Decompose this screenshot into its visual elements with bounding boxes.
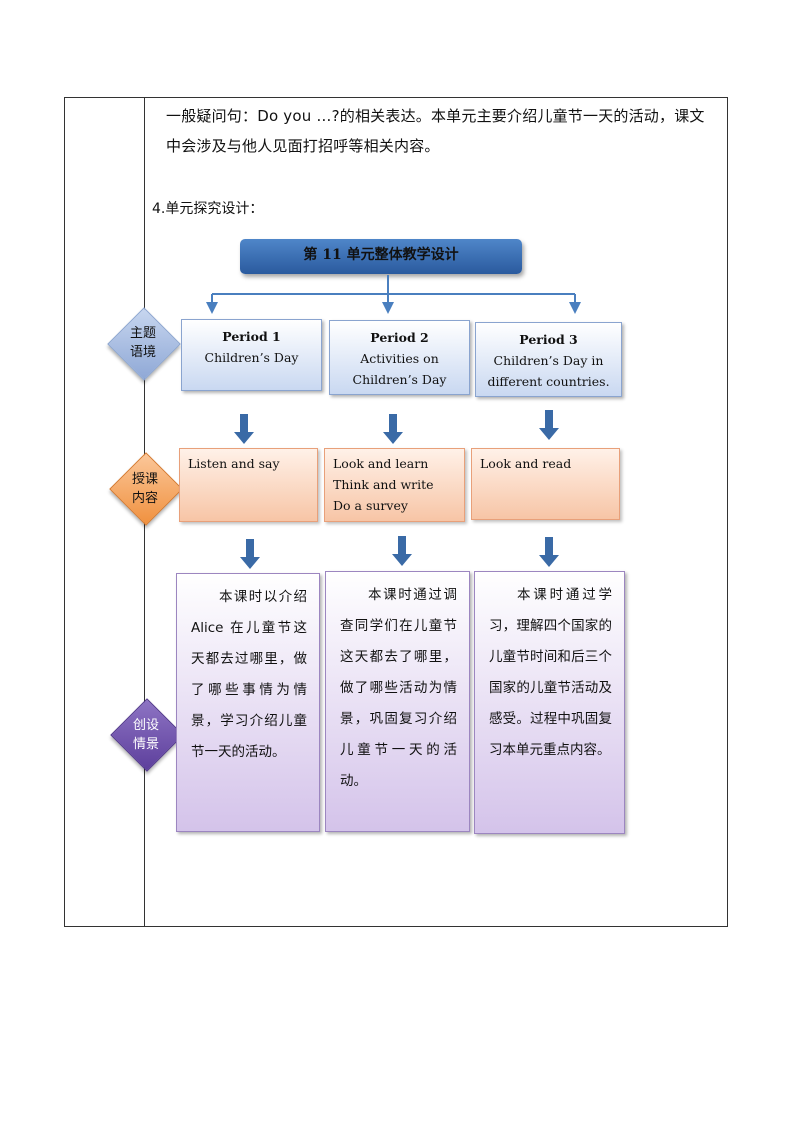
content-box-1: Listen and say (179, 448, 318, 522)
content-label: 授课 内容 (110, 470, 180, 508)
content-line: Do a survey (333, 498, 408, 513)
scenario-label: 创设 情景 (111, 716, 181, 754)
scenario-label-line1: 创设 (132, 718, 159, 733)
scenario-box-1: 本课时以介绍Alice 在儿童节这天都去过哪里，做了哪些事情为情景，学习介绍儿童… (176, 573, 320, 832)
content-label-line2: 内容 (131, 491, 158, 506)
content-line: Listen and say (188, 456, 280, 471)
theme-label-line1: 主题 (129, 326, 156, 341)
period-line: Children’s Day (204, 350, 299, 365)
period-box-3: Period 3 Children’s Day in different cou… (475, 322, 622, 397)
down-arrow-icon (539, 537, 559, 567)
intro-paragraph: 一般疑问句：Do you …?的相关表达。本单元主要介绍儿童节一天的活动，课文 … (166, 101, 726, 161)
scenario-box-3: 本课时通过学习，理解四个国家的儿童节时间和后三个国家的儿童节活动及感受。过程中巩… (474, 571, 625, 834)
scenario-label-line2: 情景 (132, 737, 159, 752)
theme-label: 主题 语境 (108, 324, 178, 362)
content-line: Look and read (480, 456, 572, 471)
down-arrow-icon (234, 414, 254, 444)
period-title: Period 3 (519, 332, 578, 347)
section-label: 4.单元探究设计： (152, 201, 264, 217)
content-box-2: Look and learn Think and write Do a surv… (324, 448, 465, 522)
intro-line-2: 中会涉及与他人见面打招呼等相关内容。 (166, 137, 440, 155)
down-arrow-icon (392, 536, 412, 566)
period-box-1: Period 1 Children’s Day (181, 319, 322, 391)
title-branch-connector (206, 275, 581, 314)
theme-label-line2: 语境 (129, 345, 156, 360)
period-title: Period 2 (370, 330, 429, 345)
diagram-title: 第 11 单元整体教学设计 (240, 239, 522, 274)
down-arrow-icon (383, 414, 403, 444)
period-box-2: Period 2 Activities on Children’s Day (329, 320, 470, 395)
table-frame (64, 97, 728, 927)
content-line: Look and learn (333, 456, 429, 471)
period-title: Period 1 (222, 329, 281, 344)
content-label-line1: 授课 (131, 472, 158, 487)
period-line: Children’s Day in (493, 353, 604, 368)
down-arrow-icon (240, 539, 260, 569)
down-arrow-icon (539, 410, 559, 440)
intro-line-1: 一般疑问句：Do you …?的相关表达。本单元主要介绍儿童节一天的活动，课文 (166, 107, 705, 125)
period-line: Activities on (360, 351, 439, 366)
period-line: Children’s Day (352, 372, 447, 387)
scenario-box-2: 本课时通过调查同学们在儿童节这天都去了哪里，做了哪些活动为情景，巩固复习介绍儿童… (325, 571, 470, 832)
period-line: different countries. (487, 374, 610, 389)
content-box-3: Look and read (471, 448, 620, 520)
content-line: Think and write (333, 477, 434, 492)
